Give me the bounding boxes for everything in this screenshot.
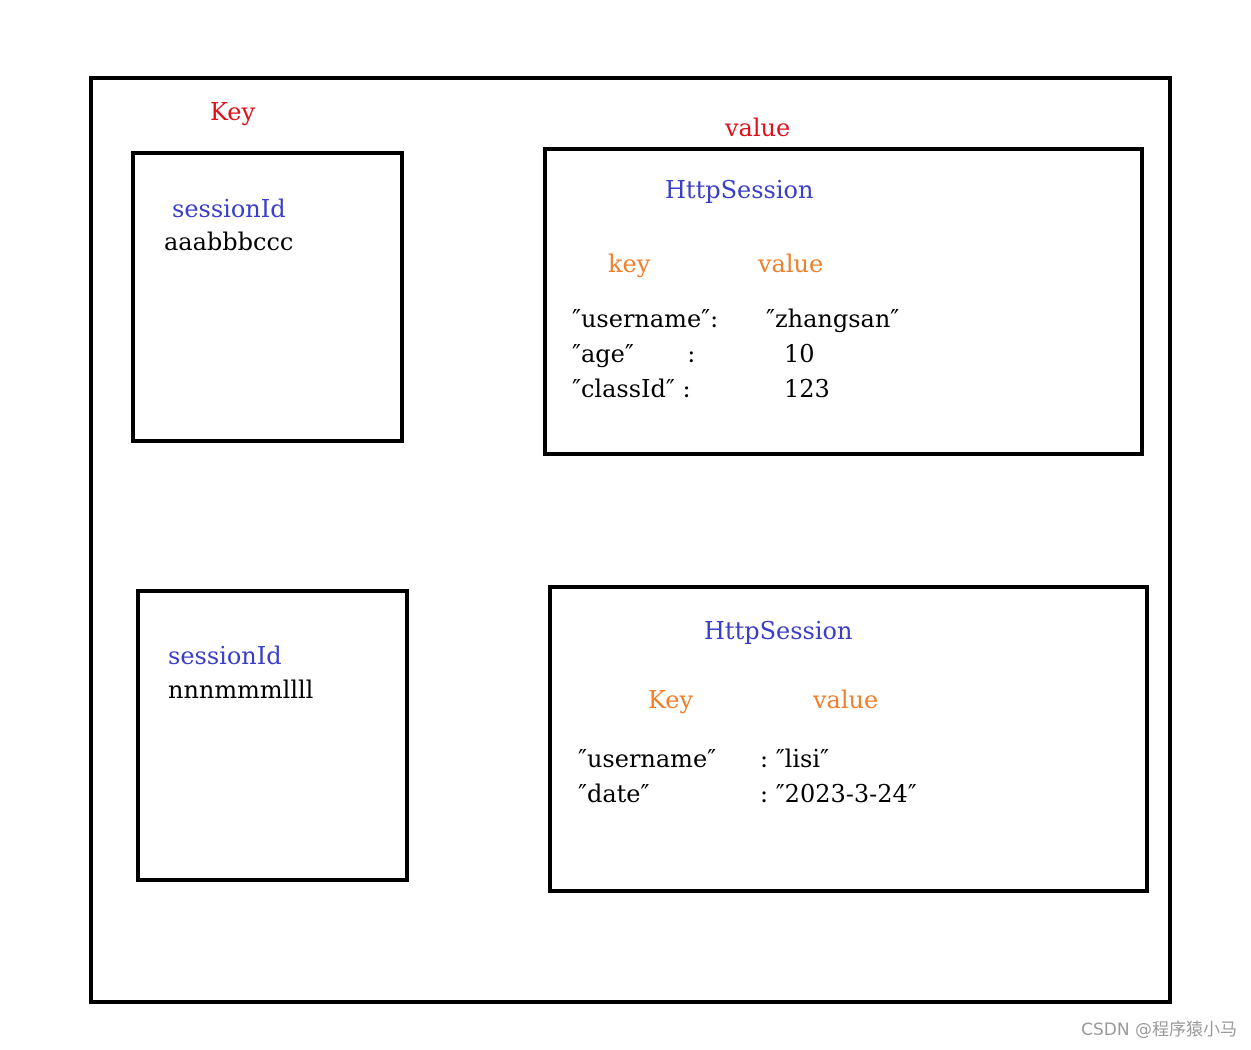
session-title-2: HttpSession: [704, 617, 853, 645]
attribute-key-2-2: ″date″: [578, 780, 650, 808]
attribute-value-2-1: : ″lisi″: [760, 745, 829, 773]
column-key-2: Key: [648, 686, 694, 714]
attribute-key-1-2: ″age″ :: [572, 340, 696, 368]
attribute-value-2-2: : ″2023-3-24″: [760, 780, 917, 808]
attribute-key-1-1: ″username″:: [572, 305, 719, 333]
attribute-value-1-3: 123: [784, 375, 830, 403]
value-header: value: [725, 114, 791, 142]
session-id-label-2: sessionId: [168, 642, 282, 670]
session-title-1: HttpSession: [665, 176, 814, 204]
column-key-1: key: [608, 250, 651, 278]
attribute-key-1-3: ″classId″ :: [572, 375, 691, 403]
column-value-2: value: [813, 686, 879, 714]
session-id-value-2: nnnmmmllll: [168, 676, 314, 704]
attribute-value-1-2: 10: [784, 340, 815, 368]
key-header: Key: [210, 98, 256, 126]
column-value-1: value: [758, 250, 824, 278]
session-key-box-1: [131, 151, 404, 443]
outer-frame: [89, 76, 1172, 1004]
attribute-value-1-1: ″zhangsan″: [766, 305, 900, 333]
watermark: CSDN @程序猿小马: [1081, 1020, 1237, 1040]
session-id-label-1: sessionId: [172, 195, 286, 223]
attribute-key-2-1: ″username″: [578, 745, 717, 773]
session-value-box-1: [543, 147, 1144, 456]
session-value-box-2: [548, 585, 1149, 893]
session-key-box-2: [136, 589, 409, 882]
session-id-value-1: aaabbbccc: [164, 228, 294, 256]
